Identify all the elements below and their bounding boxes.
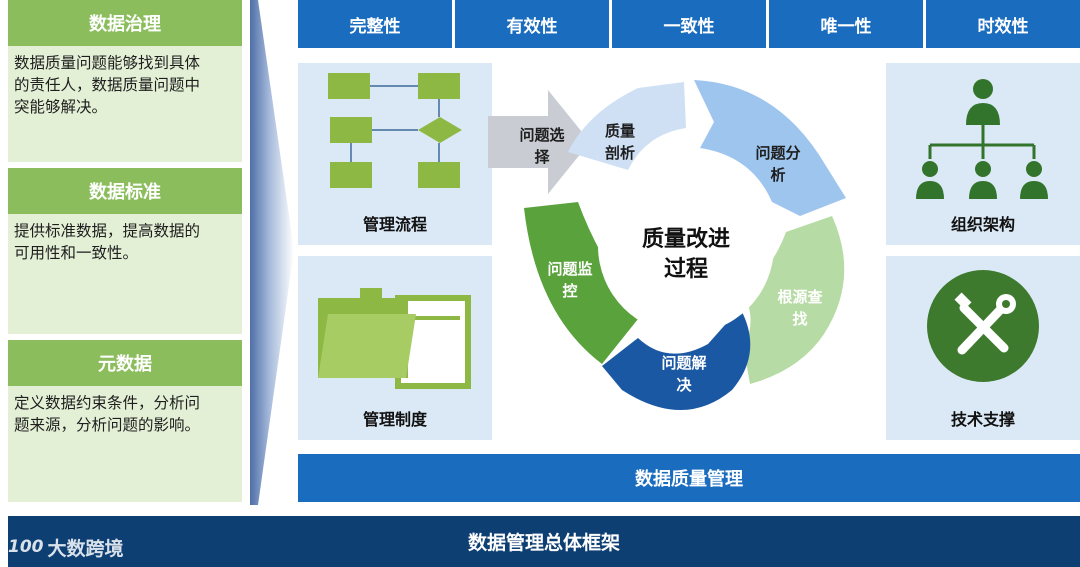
segment-quality-profiling: [568, 82, 686, 170]
logo-text: 大数跨境: [47, 537, 124, 560]
segment-label-line: 控: [562, 282, 577, 300]
section-description: 数据质量问题能够找到具体 的责任人，数据质量问题中 突能够解决。: [8, 46, 242, 124]
left-section-standards: 数据标准 提供标准数据，提高数据的 可用性和一致性。: [8, 168, 242, 334]
cycle-center-line: 质量改进: [642, 226, 730, 252]
section-description: 定义数据约束条件，分析问 题来源，分析问题的影响。: [8, 386, 242, 442]
attribute-completeness: 完整性: [298, 0, 455, 48]
data-management-framework-bar: 数据管理总体框架: [8, 516, 1080, 567]
segment-label-line: 问题分: [755, 144, 800, 162]
flowchart-icon: [328, 73, 462, 188]
watermark-logo: 100 大数跨境: [8, 532, 124, 562]
attribute-uniqueness: 唯一性: [769, 0, 926, 48]
description-line: 数据质量问题能够找到具体: [14, 54, 201, 72]
description-line: 提供标准数据，提高数据的: [14, 222, 201, 240]
segment-root-cause: [742, 216, 845, 384]
logo-mark: 100: [8, 537, 44, 557]
org-box: 组织架构: [886, 63, 1080, 245]
description-line: 的责任人，数据质量问题中: [14, 76, 201, 94]
folder-icon: [318, 288, 471, 389]
segment-label-line: 问题监: [547, 260, 592, 278]
left-section-governance: 数据治理 数据质量问题能够找到具体 的责任人，数据质量问题中 突能够解决。: [8, 0, 242, 162]
tech-label: 技术支撑: [950, 410, 1015, 429]
cycle-center: [598, 158, 774, 334]
cycle-center-line: 过程: [664, 257, 708, 282]
attribute-consistency: 一致性: [612, 0, 769, 48]
arrow-label-line: 择: [534, 148, 550, 166]
description-line: 定义数据约束条件，分析问: [14, 394, 201, 412]
segment-label-line: 析: [770, 166, 785, 184]
attribute-timeliness: 时效性: [926, 0, 1080, 48]
segment-monitoring: [524, 202, 642, 364]
arrow-label-line: 问题选: [519, 126, 564, 144]
section-title: 数据治理: [8, 0, 242, 46]
section-title: 数据标准: [8, 168, 242, 214]
problem-selection-arrow: [488, 90, 590, 194]
tech-box: 技术支撑: [886, 256, 1080, 440]
description-line: 突能够解决。: [14, 98, 108, 116]
data-quality-management-bar: 数据质量管理: [298, 454, 1080, 502]
segment-label-line: 问题解: [661, 354, 706, 372]
segment-resolution: [602, 308, 751, 410]
section-description: 提供标准数据，提高数据的 可用性和一致性。: [8, 214, 242, 270]
segment-label-line: 质量: [605, 122, 635, 140]
org-label: 组织架构: [950, 215, 1015, 234]
process-label: 管理流程: [362, 215, 427, 234]
segment-label-line: 根源查: [777, 288, 823, 306]
process-box: 管理流程: [298, 63, 492, 245]
segment-label-line: 找: [792, 310, 807, 328]
divider-arrow: [250, 0, 294, 505]
left-section-metadata: 元数据 定义数据约束条件，分析问 题来源，分析问题的影响。: [8, 340, 242, 502]
description-line: 题来源，分析问题的影响。: [14, 416, 201, 434]
quality-cycle-diagram: 问题选 择 质量改进 过程 质量 剖析 问题分 析 根源查 找 问题解 决 问题…: [488, 80, 846, 410]
section-title: 元数据: [8, 340, 242, 386]
segment-label-line: 剖析: [605, 144, 635, 162]
system-box: 管理制度: [298, 256, 492, 440]
segment-problem-analysis: [694, 80, 846, 216]
tools-icon: [927, 270, 1039, 382]
org-chart-icon: [916, 79, 1048, 199]
quality-attributes-bar: 完整性 有效性 一致性 唯一性 时效性: [298, 0, 1080, 48]
segment-label-line: 决: [676, 376, 692, 394]
attribute-validity: 有效性: [455, 0, 612, 48]
system-label: 管理制度: [362, 410, 427, 429]
description-line: 可用性和一致性。: [14, 244, 139, 262]
